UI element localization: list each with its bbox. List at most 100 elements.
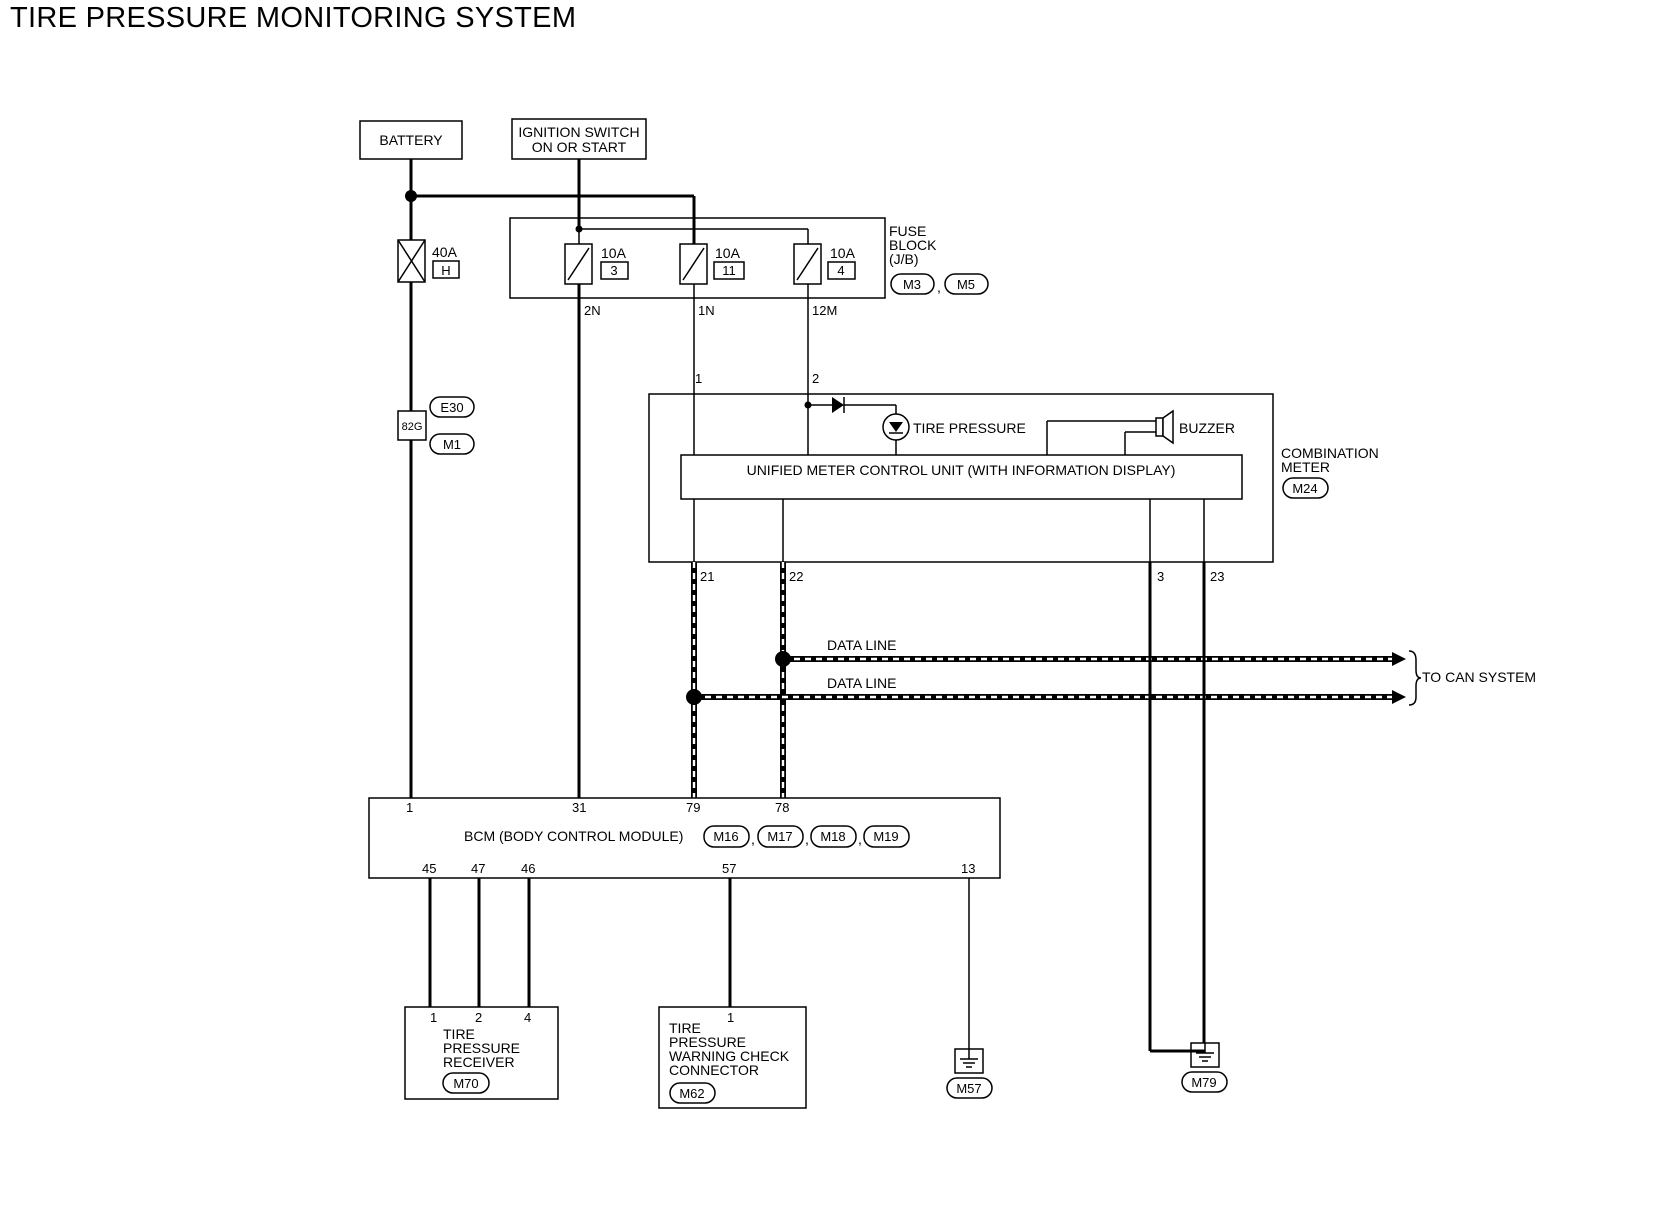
check-connector-label-1: TIRE	[669, 1020, 701, 1036]
combination-meter: 1 2 TIRE PRESSURE BUZZER UNIFIED METER C…	[648, 371, 1274, 584]
fuse-2-terminal: 1N	[698, 303, 715, 318]
receiver-connector: M70	[453, 1076, 478, 1091]
receiver-pin-1: 1	[430, 1010, 437, 1025]
receiver-label-1: TIRE	[443, 1026, 475, 1042]
battery-splice-dot	[405, 190, 417, 202]
bcm-pin-57: 57	[722, 861, 736, 876]
diode-icon	[832, 397, 844, 413]
fuse-block-label-1: FUSE	[889, 223, 926, 239]
joint-connector-label: 82G	[402, 421, 423, 433]
separator: ,	[751, 831, 755, 847]
bcm: 1 31 79 78 BCM (BODY CONTROL MODULE) M16…	[368, 797, 1001, 879]
battery-label: BATTERY	[379, 132, 443, 148]
separator: ,	[858, 831, 862, 847]
fuse-block-label-2: BLOCK	[889, 237, 937, 253]
ground-icon	[1190, 1042, 1220, 1068]
bcm-pin-47: 47	[471, 861, 485, 876]
bcm-connector-m17: M17	[767, 829, 792, 844]
fuse-3-number: 4	[837, 263, 844, 278]
fuse-2-number: 11	[722, 263, 736, 278]
joint-connector-82g: 82G E30 M1	[397, 396, 475, 455]
fuse-3-terminal: 12M	[812, 303, 837, 318]
data-line-1-arrow	[1392, 652, 1406, 666]
meter-pin-23: 23	[1210, 569, 1224, 584]
fuse-1-number: 3	[610, 263, 617, 278]
tire-pressure-label: TIRE PRESSURE	[913, 420, 1026, 436]
ignition-switch-box: IGNITION SWITCH ON OR START	[511, 118, 647, 160]
fuse-connector-2: M5	[957, 277, 975, 292]
warning-check-connector: 1 TIRE PRESSURE WARNING CHECK CONNECTOR …	[658, 1006, 807, 1109]
control-unit-label: UNIFIED METER CONTROL UNIT (WITH INFORMA…	[747, 462, 1176, 478]
fuse-block-label: FUSE BLOCK (J/B) M3 , M5	[889, 223, 989, 295]
fusible-link-40a: 40A H	[397, 239, 460, 283]
bcm-connector-m18: M18	[820, 829, 845, 844]
receiver-label-3: RECEIVER	[443, 1054, 515, 1070]
receiver-label-2: PRESSURE	[443, 1040, 520, 1056]
meter-pin-2: 2	[812, 371, 819, 386]
bcm-connector-m16: M16	[713, 829, 738, 844]
bcm-pin-46: 46	[521, 861, 535, 876]
data-line-1-label: DATA LINE	[827, 637, 897, 653]
fuse-3-rating: 10A	[830, 245, 856, 261]
fuse-1-terminal: 2N	[584, 303, 601, 318]
check-connector-pin-1: 1	[727, 1010, 734, 1025]
battery-feed-wires	[409, 159, 809, 244]
receiver-pin-2: 2	[475, 1010, 482, 1025]
ignition-switch-state: ON OR START	[532, 139, 627, 155]
fuse-2-rating: 10A	[715, 245, 741, 261]
tire-pressure-lamp-icon	[882, 413, 910, 441]
ground-m79: M79	[1181, 1042, 1228, 1093]
separator: ,	[937, 279, 941, 295]
tire-pressure-receiver: 1 2 4 TIRE PRESSURE RECEIVER M70	[404, 1006, 559, 1100]
ground-m57-label: M57	[956, 1081, 981, 1096]
bcm-connector-m19: M19	[873, 829, 898, 844]
fuse-connector-1: M3	[903, 277, 921, 292]
combination-meter-label-1: COMBINATION	[1281, 445, 1379, 461]
buzzer-icon	[1155, 409, 1174, 445]
bcm-pin-45: 45	[422, 861, 436, 876]
combination-meter-label-2: METER	[1281, 459, 1330, 475]
ignition-switch-label: IGNITION SWITCH	[518, 124, 639, 140]
joint-connector-m1: M1	[443, 437, 461, 452]
receiver-pin-4: 4	[524, 1010, 531, 1025]
connector-badge	[890, 273, 935, 295]
meter-pin-21: 21	[700, 569, 714, 584]
ground-icon	[954, 1048, 984, 1074]
check-connector-label-4: CONNECTOR	[669, 1062, 759, 1078]
page-title: TIRE PRESSURE MONITORING SYSTEM	[10, 2, 577, 34]
buzzer-label: BUZZER	[1179, 420, 1235, 436]
ignition-splice-dot	[575, 225, 583, 233]
bcm-pin-78: 78	[775, 800, 789, 815]
fusible-link-rating: 40A	[432, 244, 458, 260]
meter-pin-22: 22	[789, 569, 803, 584]
check-connector-connector: M62	[679, 1086, 704, 1101]
bcm-pin-79: 79	[686, 800, 700, 815]
combination-meter-label: COMBINATION METER M24	[1281, 445, 1379, 499]
connector-badge	[944, 273, 989, 295]
joint-connector-e30: E30	[440, 400, 463, 415]
fuse-block: 10A 3 10A 11 10A 4 2N 1N 12M	[509, 217, 886, 318]
bcm-label: BCM (BODY CONTROL MODULE)	[464, 828, 683, 844]
fuse-block-label-3: (J/B)	[889, 251, 919, 267]
data-line-2-label: DATA LINE	[827, 675, 897, 691]
check-connector-label-2: PRESSURE	[669, 1034, 746, 1050]
bcm-pin-31: 31	[572, 800, 586, 815]
unified-meter-control-unit	[680, 454, 1243, 500]
check-connector-label-3: WARNING CHECK	[669, 1048, 790, 1064]
meter-pin-3: 3	[1157, 569, 1164, 584]
to-can-system-label: TO CAN SYSTEM	[1422, 669, 1536, 685]
fuse-1-rating: 10A	[601, 245, 627, 261]
bcm-pin-1: 1	[406, 800, 413, 815]
meter-pin-1: 1	[695, 371, 702, 386]
fusible-link-letter: H	[441, 263, 450, 278]
data-line-2-arrow	[1392, 690, 1406, 704]
can-bracket	[1408, 650, 1422, 706]
can-data-lines	[686, 562, 1406, 798]
ground-m57: M57	[946, 1048, 993, 1099]
separator: ,	[805, 831, 809, 847]
bcm-pin-13: 13	[961, 861, 975, 876]
ground-m79-label: M79	[1191, 1075, 1216, 1090]
battery-box: BATTERY	[359, 120, 463, 160]
combination-meter-connector: M24	[1292, 481, 1317, 496]
